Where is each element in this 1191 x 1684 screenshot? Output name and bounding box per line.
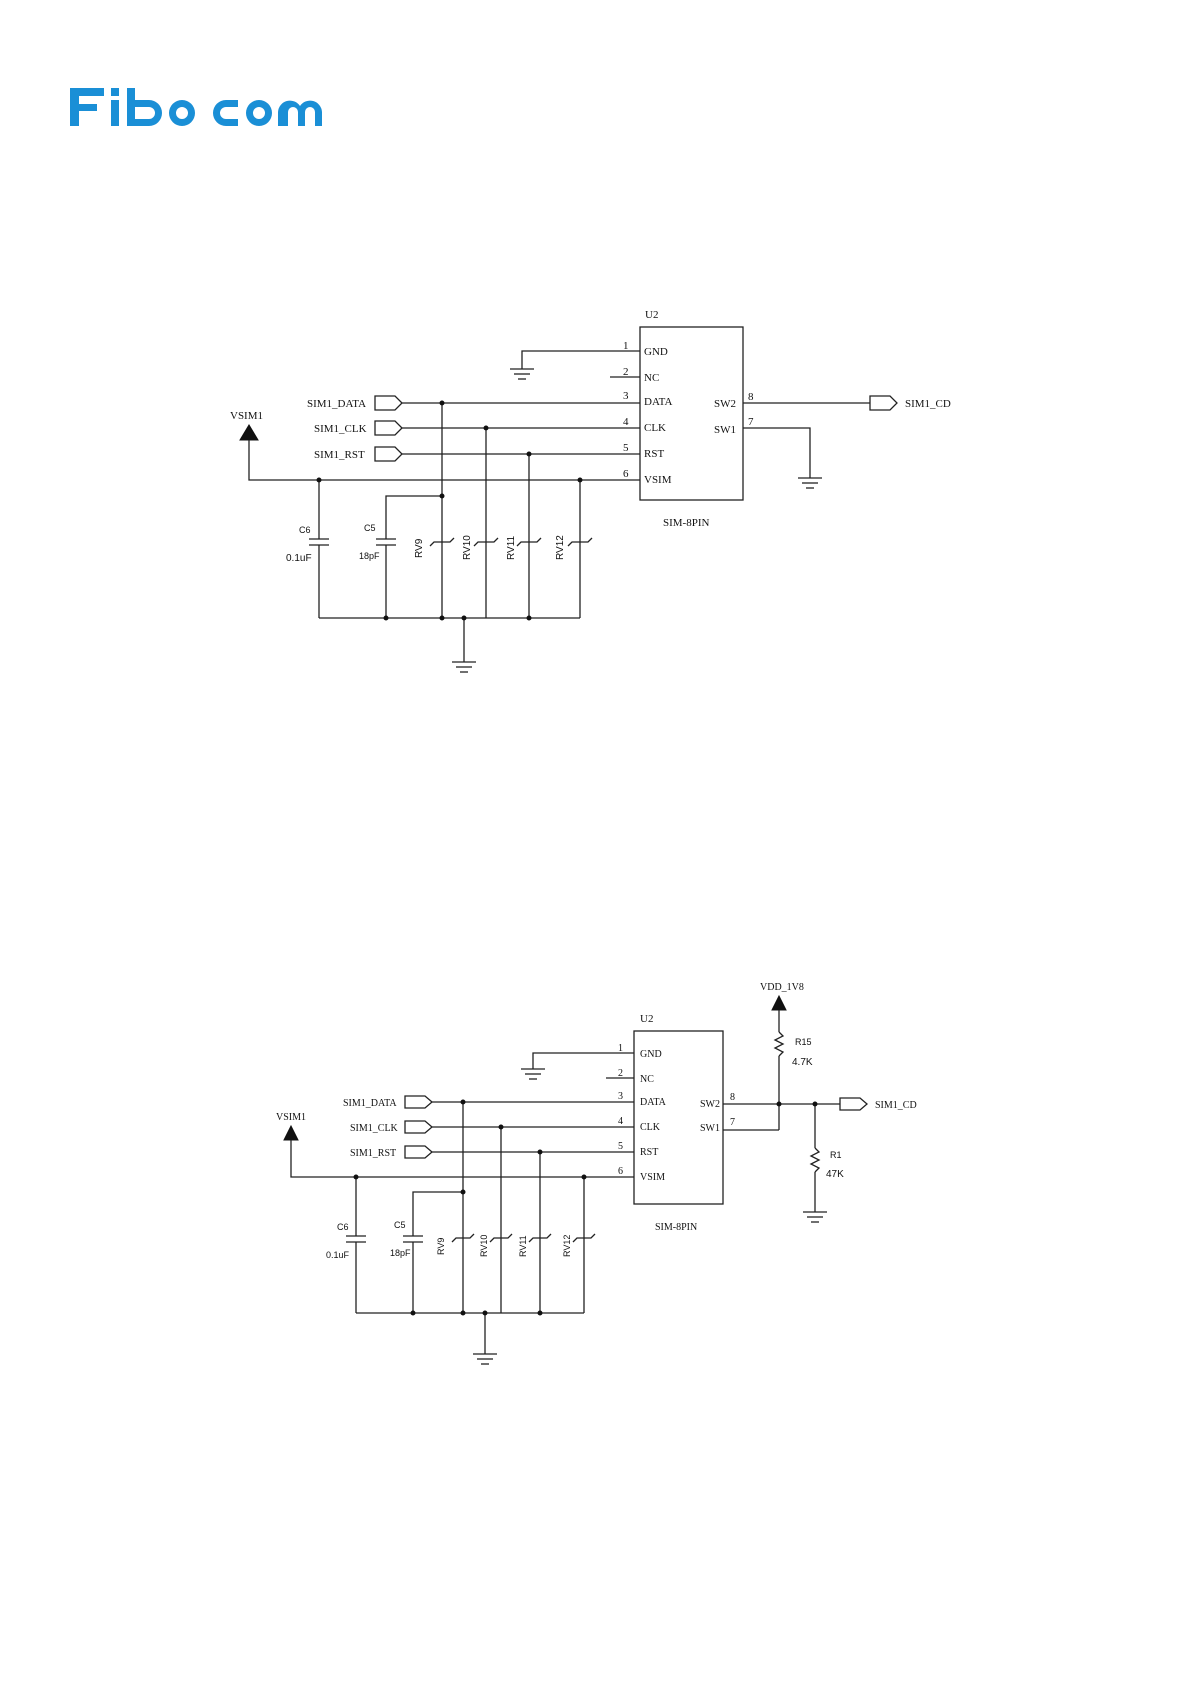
tvs-diode-rv9 — [451, 1233, 475, 1243]
power-net-label: VSIM1 — [276, 1112, 306, 1123]
net-label-rst: SIM1_RST — [314, 449, 365, 461]
pin-number: 6 — [618, 1166, 623, 1177]
net-port-clk — [404, 1120, 433, 1134]
pin-name: DATA — [644, 396, 673, 408]
cap-value: 18pF — [359, 551, 380, 561]
connector-ref: U2 — [645, 309, 658, 321]
net-port-data — [404, 1095, 433, 1109]
tvs-diode-rv11 — [528, 1233, 552, 1243]
pin-number: 8 — [730, 1092, 735, 1103]
pin-number: 8 — [748, 391, 754, 403]
pin-name: RST — [640, 1147, 658, 1158]
tvs-diode-rv11 — [516, 537, 542, 547]
pin-name: VSIM — [640, 1172, 665, 1183]
connector-part: SIM-8PIN — [663, 517, 710, 529]
pin-number: 1 — [618, 1043, 623, 1054]
tvs-ref: RV11 — [506, 535, 517, 560]
res-ref: R1 — [830, 1150, 842, 1160]
net-label-clk: SIM1_CLK — [314, 423, 367, 435]
net-label-rst: SIM1_RST — [350, 1148, 396, 1159]
tvs-diode-rv12 — [567, 537, 593, 547]
net-label-cd: SIM1_CD — [875, 1100, 917, 1111]
pin-name: GND — [640, 1049, 662, 1060]
tvs-ref: RV12 — [562, 1235, 572, 1257]
tvs-ref: RV9 — [436, 1238, 446, 1255]
pin-number: 1 — [623, 340, 629, 352]
pin-number: 5 — [623, 442, 629, 454]
power-net-label: VSIM1 — [230, 410, 263, 422]
net-label-clk: SIM1_CLK — [350, 1123, 399, 1134]
net-label-data: SIM1_DATA — [343, 1098, 397, 1109]
net-port-cd — [869, 395, 898, 411]
tvs-ref: RV10 — [479, 1235, 489, 1257]
cap-ref: C5 — [364, 523, 376, 533]
cap-ref: C6 — [299, 525, 311, 535]
net-label-data: SIM1_DATA — [307, 398, 366, 410]
tvs-diode-rv9 — [429, 537, 455, 547]
fibocom-logo — [70, 88, 322, 126]
res-value: 4.7K — [792, 1057, 813, 1068]
pin-number: 6 — [623, 468, 629, 480]
connector-ref: U2 — [640, 1013, 653, 1025]
sim-connector-body — [639, 326, 744, 501]
res-ref: R15 — [795, 1037, 812, 1047]
connector-part: SIM-8PIN — [655, 1222, 697, 1233]
res-value: 47K — [826, 1169, 844, 1180]
pin-number: 4 — [623, 416, 629, 428]
sim-schematic-basic: U2 SIM-8PIN GND NC DATA CLK RST VSIM SW2… — [230, 309, 951, 673]
cap-value: 0.1uF — [286, 553, 312, 564]
cap-ref: C5 — [394, 1220, 406, 1230]
net-port-rst — [404, 1145, 433, 1159]
pin-number: 3 — [618, 1091, 623, 1102]
pin-number: 2 — [618, 1068, 623, 1079]
resistor-r1 — [809, 1147, 821, 1173]
net-port-data — [374, 395, 403, 411]
pin-name: DATA — [640, 1097, 667, 1108]
pin-number: 2 — [623, 366, 629, 378]
pin-number: 4 — [618, 1116, 623, 1127]
pin-number: 5 — [618, 1141, 623, 1152]
tvs-ref: RV11 — [518, 1235, 528, 1257]
net-label-cd: SIM1_CD — [905, 398, 951, 410]
pin-number: 7 — [748, 416, 754, 428]
tvs-diode-rv10 — [473, 537, 499, 547]
power-arrow-icon — [239, 424, 259, 441]
pin-name: SW2 — [700, 1099, 720, 1110]
pin-number: 7 — [730, 1117, 735, 1128]
tvs-diode-rv12 — [572, 1233, 596, 1243]
cap-value: 18pF — [390, 1248, 411, 1258]
tvs-ref: RV10 — [462, 535, 473, 560]
sim-schematic-with-pullup: U2 SIM-8PIN GND NC DATA CLK RST VSIM SW2… — [276, 982, 917, 1365]
gnd-wire — [521, 350, 640, 369]
pin-number: 3 — [623, 390, 629, 402]
pin-name: GND — [644, 346, 668, 358]
cap-ref: C6 — [337, 1222, 349, 1232]
pin-name: CLK — [640, 1122, 661, 1133]
pin-name: RST — [644, 448, 664, 460]
pin-name: CLK — [644, 422, 666, 434]
tvs-diode-rv10 — [489, 1233, 513, 1243]
net-port-clk — [374, 420, 403, 436]
pin-name: SW2 — [714, 398, 736, 410]
tvs-ref: RV12 — [555, 535, 566, 560]
pin-name: SW1 — [700, 1123, 720, 1134]
pin-name: VSIM — [644, 474, 672, 486]
net-port-cd — [839, 1097, 868, 1111]
power-arrow-icon — [771, 994, 787, 1011]
tvs-ref: RV9 — [414, 538, 425, 558]
power-arrow-icon — [283, 1124, 299, 1141]
net-port-rst — [374, 446, 403, 462]
resistor-r15 — [773, 1031, 785, 1057]
pin-name: NC — [640, 1074, 654, 1085]
pullup-rail-label: VDD_1V8 — [760, 982, 804, 993]
sim-connector-body — [633, 1030, 724, 1205]
cap-value: 0.1uF — [326, 1250, 350, 1260]
pin-name: NC — [644, 372, 659, 384]
pin-name: SW1 — [714, 424, 736, 436]
